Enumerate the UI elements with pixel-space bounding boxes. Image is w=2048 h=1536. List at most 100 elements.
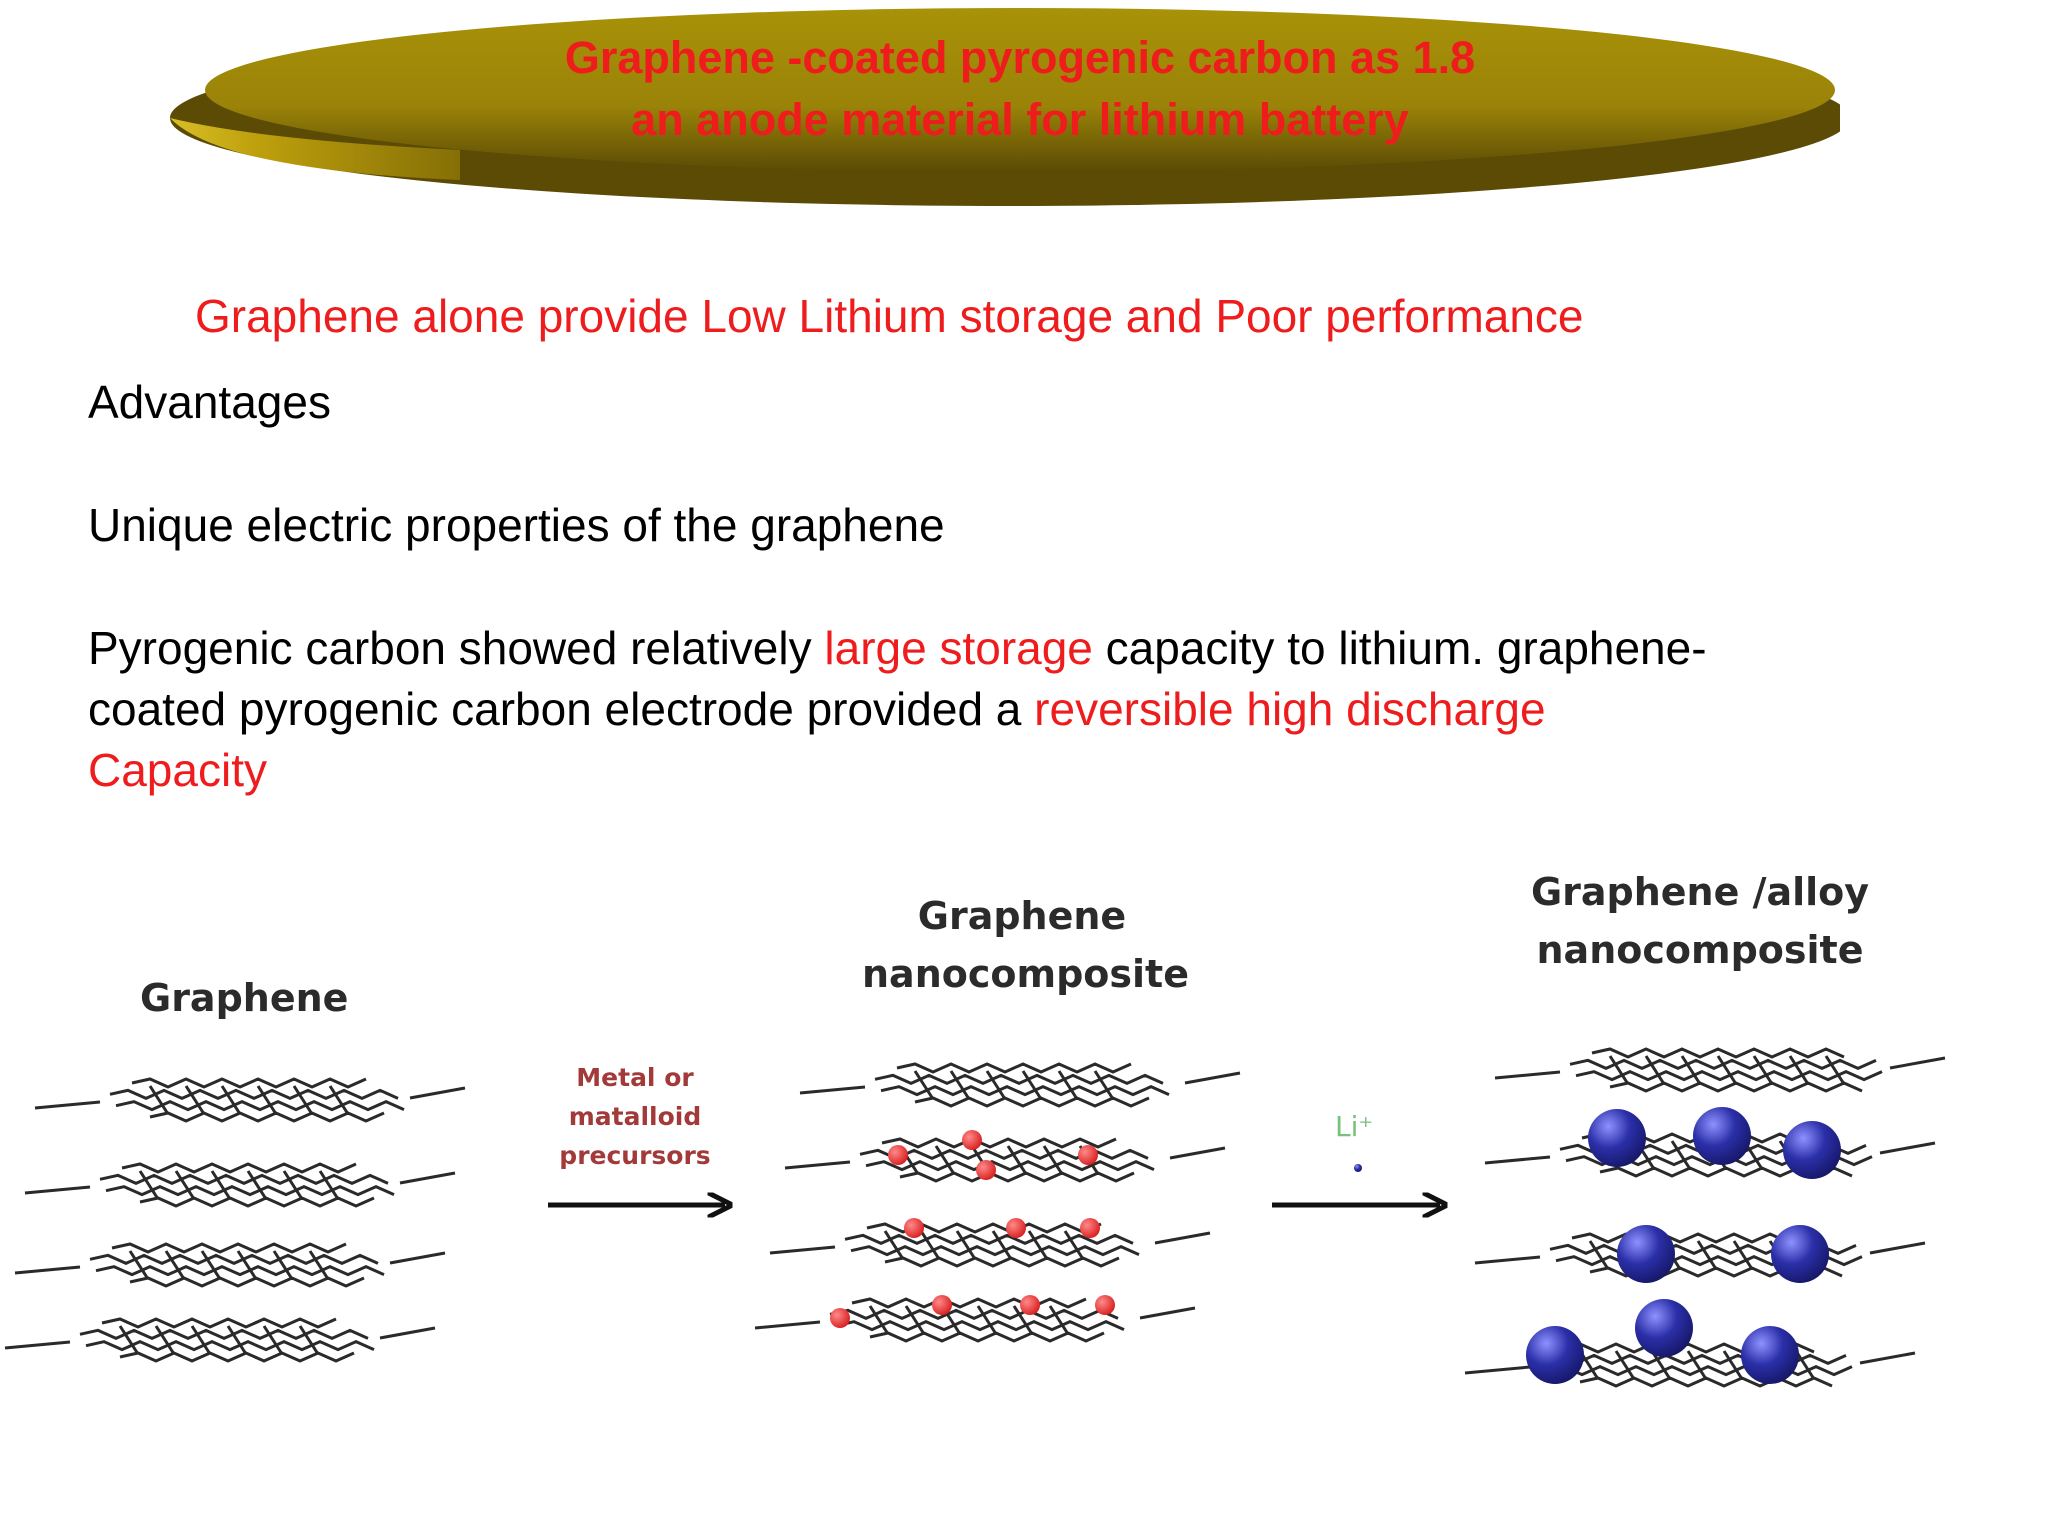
lattice-bond bbox=[308, 1250, 330, 1280]
graphene-sheet bbox=[4, 1317, 436, 1363]
lattice-bond bbox=[1093, 1070, 1115, 1100]
lattice-edge bbox=[1494, 1056, 1946, 1080]
lattice-row bbox=[829, 1308, 1119, 1320]
lattice-edge bbox=[799, 1071, 1241, 1095]
lattice-bond bbox=[1732, 1240, 1754, 1270]
lattice-row bbox=[896, 1062, 1132, 1074]
alloy-particle bbox=[1741, 1326, 1799, 1384]
lattice-row bbox=[89, 1253, 379, 1265]
lattice-edge bbox=[769, 1231, 1211, 1255]
lattice-bond bbox=[128, 1250, 150, 1280]
alloy-particle bbox=[1635, 1299, 1693, 1357]
lattice-bond bbox=[1012, 1305, 1034, 1335]
arrow-label-metal-line-1: Metal or bbox=[576, 1063, 694, 1092]
lattice-bond bbox=[164, 1250, 186, 1280]
lattice-row bbox=[95, 1265, 385, 1277]
alloy-particle bbox=[1526, 1326, 1584, 1384]
lattice-bond bbox=[282, 1170, 304, 1200]
title-line-1: Graphene -coated pyrogenic carbon as 1.8 bbox=[564, 32, 1476, 83]
lattice-bond bbox=[174, 1170, 196, 1200]
metal-particle bbox=[830, 1308, 850, 1328]
lattice-bond bbox=[292, 1085, 314, 1115]
lattice-bond bbox=[913, 1070, 935, 1100]
figure-label-alloy-line-1: Graphene /alloy bbox=[1530, 870, 1870, 914]
advantage-point-2-line-3: Capacity bbox=[88, 744, 267, 796]
lattice-bond bbox=[1614, 1350, 1636, 1380]
lattice-row bbox=[914, 1096, 1150, 1108]
metal-particle bbox=[1095, 1295, 1115, 1315]
lattice-row bbox=[844, 1233, 1134, 1245]
lattice-row bbox=[109, 1088, 399, 1100]
intro-statement: Graphene alone provide Low Lithium stora… bbox=[195, 290, 1584, 342]
graphene-sheet bbox=[24, 1162, 456, 1208]
lattice-bond bbox=[148, 1085, 170, 1115]
lattice-edge bbox=[1484, 1141, 1936, 1165]
lattice-row bbox=[119, 1351, 355, 1363]
figure-label-graphene: Graphene bbox=[140, 976, 349, 1020]
alloy-particle bbox=[1617, 1225, 1675, 1283]
lattice-bond bbox=[262, 1325, 284, 1355]
lattice-row bbox=[865, 1160, 1155, 1172]
lattice-bond bbox=[118, 1325, 140, 1355]
lattice-bond bbox=[919, 1230, 941, 1260]
lattice-bond bbox=[1048, 1305, 1070, 1335]
lattice-row bbox=[99, 1173, 389, 1185]
lattice-bond bbox=[220, 1085, 242, 1115]
lattice-bond bbox=[1680, 1055, 1702, 1085]
lattice-bond bbox=[1063, 1230, 1085, 1260]
lattice-bond bbox=[1696, 1240, 1718, 1270]
figure-label-nanocomposite-line-2: nanocomposite bbox=[862, 952, 1189, 996]
lattice-bond bbox=[1716, 1055, 1738, 1085]
lattice-edge bbox=[24, 1171, 456, 1195]
lattice-bond bbox=[868, 1305, 890, 1335]
lattice-row bbox=[869, 1331, 1105, 1343]
lattice-bond bbox=[1042, 1145, 1064, 1175]
advantage-point-2-line-1: Pyrogenic carbon showed relatively large… bbox=[88, 618, 1707, 679]
lattice-bond bbox=[184, 1085, 206, 1115]
lattice-bond bbox=[1722, 1350, 1744, 1380]
lattice-bond bbox=[991, 1230, 1013, 1260]
lattice-bond bbox=[1057, 1070, 1079, 1100]
lattice-bond bbox=[985, 1070, 1007, 1100]
lattice-row bbox=[115, 1100, 405, 1112]
nanocomposite-sheet bbox=[754, 1297, 1196, 1343]
metal-particle bbox=[888, 1145, 908, 1165]
lattice-bond bbox=[1686, 1350, 1708, 1380]
alloy-particle bbox=[1588, 1109, 1646, 1167]
advantages-heading: Advantages bbox=[88, 376, 331, 428]
lattice-row bbox=[1591, 1047, 1845, 1059]
advantage-point-1: Unique electric properties of the graphe… bbox=[88, 499, 945, 551]
metal-particle bbox=[1020, 1295, 1040, 1315]
figure-label-nanocomposite-line-1: Graphene bbox=[917, 894, 1127, 938]
point2-text-b: capacity to lithium. graphene- bbox=[1092, 622, 1707, 674]
lattice-row bbox=[859, 1148, 1149, 1160]
lattice-bond bbox=[318, 1170, 340, 1200]
lattice-edge bbox=[4, 1326, 436, 1350]
advantage-point-2-line-2: coated pyrogenic carbon electrode provid… bbox=[88, 679, 1546, 740]
lattice-row bbox=[131, 1077, 367, 1089]
nanocomposite-sheet bbox=[784, 1137, 1226, 1183]
lattice-edge bbox=[784, 1146, 1226, 1170]
metal-particle bbox=[1080, 1218, 1100, 1238]
arrow-label-metal-line-2: matalloid bbox=[568, 1102, 702, 1131]
graphene-figure bbox=[4, 1047, 1946, 1388]
arrow-label-metal-line-3: precursors bbox=[559, 1141, 711, 1170]
lattice-row bbox=[881, 1137, 1117, 1149]
lattice-row bbox=[835, 1320, 1125, 1332]
graphene-sheet bbox=[34, 1077, 466, 1123]
lattice-row bbox=[1579, 1376, 1833, 1388]
lattice-bond bbox=[200, 1250, 222, 1280]
lattice-bond bbox=[883, 1230, 905, 1260]
lattice-row bbox=[850, 1245, 1140, 1257]
alloy-sheet bbox=[1464, 1342, 1916, 1388]
lattice-bond bbox=[226, 1325, 248, 1355]
lattice-row bbox=[1609, 1081, 1863, 1093]
lattice-bond bbox=[138, 1170, 160, 1200]
lattice-edge bbox=[34, 1086, 466, 1110]
graphene-sheet bbox=[14, 1242, 446, 1288]
metal-particle bbox=[976, 1160, 996, 1180]
lattice-edge bbox=[14, 1251, 446, 1275]
alloy-particle bbox=[1771, 1225, 1829, 1283]
lattice-row bbox=[85, 1340, 375, 1352]
alloy-particle bbox=[1783, 1121, 1841, 1179]
